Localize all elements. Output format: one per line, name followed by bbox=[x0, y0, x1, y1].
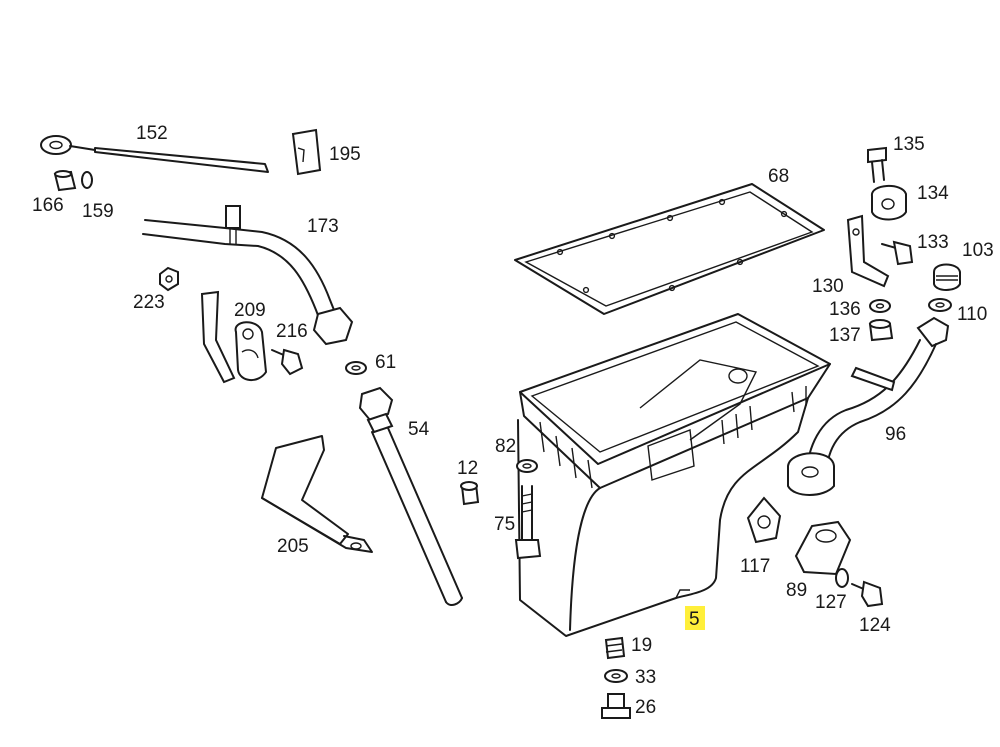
part-124-bolt bbox=[851, 580, 884, 608]
part-82-washer bbox=[516, 459, 538, 473]
label-137: 137 bbox=[829, 325, 861, 346]
label-103: 103 bbox=[962, 240, 994, 261]
label-173: 173 bbox=[307, 216, 339, 237]
part-110-seal bbox=[928, 298, 952, 312]
label-19: 19 bbox=[631, 635, 652, 656]
part-135-bolt bbox=[867, 146, 887, 183]
label-136: 136 bbox=[829, 299, 861, 320]
label-195: 195 bbox=[329, 144, 361, 165]
label-68: 68 bbox=[768, 166, 789, 187]
part-205-bracket bbox=[261, 435, 373, 553]
label-209: 209 bbox=[234, 300, 266, 321]
label-159: 159 bbox=[82, 201, 114, 222]
part-5-oil-pan bbox=[517, 313, 831, 637]
label-117: 117 bbox=[740, 556, 770, 577]
label-205: 205 bbox=[277, 536, 309, 557]
part-133-bolt bbox=[881, 240, 914, 266]
part-127-washer bbox=[835, 568, 849, 588]
highlight-5 bbox=[685, 606, 705, 630]
label-89: 89 bbox=[786, 580, 807, 601]
part-103-cap bbox=[933, 263, 961, 291]
part-68-gasket bbox=[514, 183, 825, 315]
part-136-washer bbox=[869, 299, 891, 313]
label-216: 216 bbox=[276, 321, 308, 342]
label-166: 166 bbox=[32, 195, 64, 216]
part-130-bracket bbox=[846, 214, 890, 288]
part-61-seal bbox=[345, 361, 367, 375]
part-223-nut bbox=[159, 266, 179, 292]
label-110: 110 bbox=[957, 304, 987, 325]
label-96: 96 bbox=[885, 424, 906, 445]
label-124: 124 bbox=[859, 615, 891, 636]
label-75: 75 bbox=[494, 514, 515, 535]
label-152: 152 bbox=[136, 123, 168, 144]
label-12: 12 bbox=[457, 458, 478, 479]
part-117-gasket bbox=[746, 496, 782, 544]
part-89-fitting bbox=[794, 520, 852, 576]
label-54: 54 bbox=[408, 419, 430, 440]
part-195-clip bbox=[291, 128, 322, 176]
label-223: 223 bbox=[133, 292, 165, 313]
part-159-washer bbox=[81, 171, 93, 189]
part-173-guide-tube bbox=[142, 205, 354, 346]
label-135: 135 bbox=[893, 134, 925, 155]
part-209-bracket bbox=[200, 290, 268, 384]
label-33: 33 bbox=[635, 667, 656, 688]
part-96-pipe bbox=[787, 316, 950, 496]
part-152-dipstick bbox=[40, 135, 269, 173]
part-19-plug bbox=[604, 636, 626, 660]
label-134: 134 bbox=[917, 183, 949, 204]
label-82: 82 bbox=[495, 436, 516, 457]
label-26: 26 bbox=[635, 697, 656, 718]
part-134-mount bbox=[871, 185, 907, 221]
part-75-bolt bbox=[514, 485, 542, 560]
label-133: 133 bbox=[917, 232, 949, 253]
part-166-cap bbox=[53, 170, 77, 192]
part-33-washer bbox=[604, 669, 628, 683]
part-54-tube bbox=[358, 386, 463, 606]
label-127: 127 bbox=[815, 592, 847, 613]
part-12-plug bbox=[460, 481, 480, 506]
part-137-nut bbox=[868, 319, 894, 342]
part-216-bolt bbox=[271, 348, 304, 376]
label-61: 61 bbox=[375, 352, 396, 373]
part-26-drain-plug bbox=[601, 693, 631, 719]
label-5: 5 bbox=[689, 609, 700, 630]
label-130: 130 bbox=[812, 276, 844, 297]
